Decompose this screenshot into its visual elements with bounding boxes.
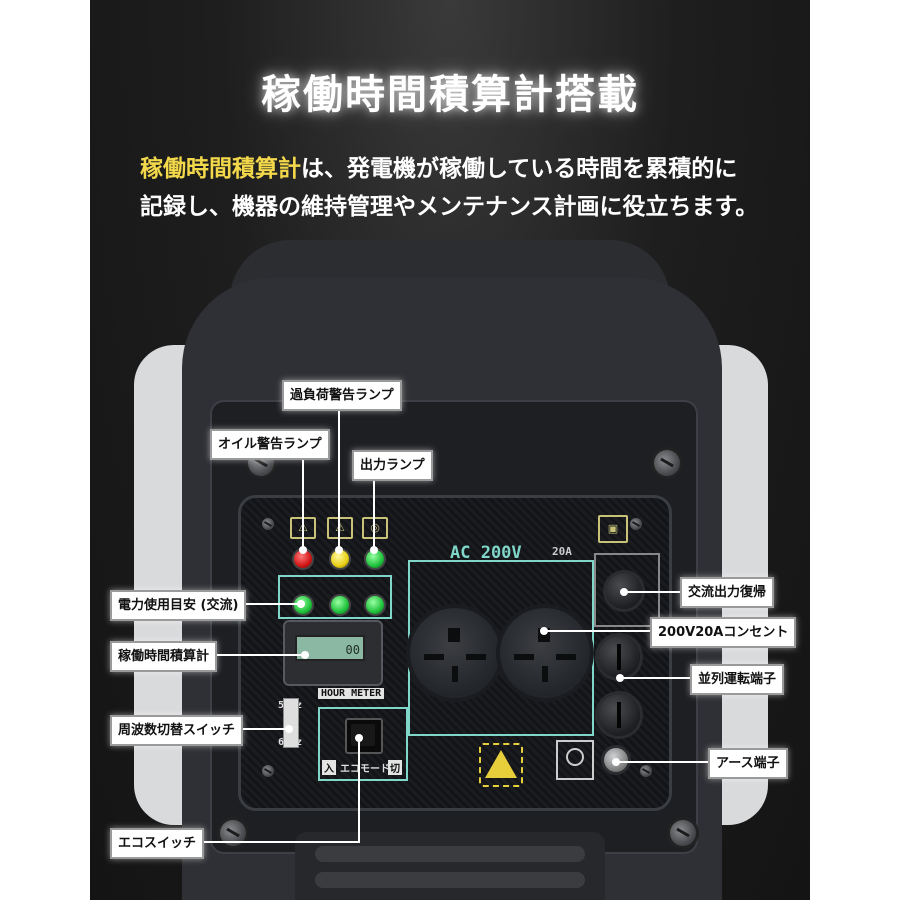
reset-box — [594, 553, 660, 627]
screw-icon — [670, 820, 696, 846]
screw-icon — [262, 765, 274, 777]
callout-dot — [616, 674, 624, 682]
callout-line — [620, 677, 690, 679]
amperage-label: 20A — [552, 545, 572, 558]
callout-line — [624, 591, 680, 593]
callout-line — [358, 738, 360, 842]
grill-slot — [315, 846, 585, 862]
callout-hour-meter: 稼働時間積算計 — [110, 641, 218, 672]
description-highlight: 稼働時間積算計 — [140, 156, 301, 182]
callout-dot — [301, 651, 309, 659]
callout-line — [302, 455, 304, 550]
outlet-pin — [514, 654, 534, 660]
power-usage-box — [278, 575, 392, 619]
bottom-grill — [295, 832, 605, 900]
callout-dot — [335, 546, 343, 554]
outlet-pin — [466, 654, 486, 660]
callout-line — [544, 630, 650, 632]
outlet-pin — [452, 666, 458, 682]
screw-icon — [654, 450, 680, 476]
ground-icon — [566, 748, 584, 766]
callout-line — [373, 475, 375, 550]
callout-freq-switch: 周波数切替スイッチ — [110, 715, 244, 746]
callout-power-usage: 電力使用目安 (交流) — [110, 590, 247, 621]
callout-ac-reset: 交流出力復帰 — [680, 577, 775, 608]
eco-switch-box — [318, 707, 408, 781]
eco-off-label: 切 — [388, 760, 402, 775]
description-line1: は、発電機が稼働している時間を累積的に — [301, 156, 738, 182]
hour-meter-label: HOUR METER — [318, 688, 385, 699]
callout-output-lamp: 出力ランプ — [352, 450, 433, 481]
power-usage-led — [329, 594, 351, 616]
callout-line — [215, 654, 305, 656]
screw-icon — [640, 765, 652, 777]
hz60-label: 60Hz — [278, 737, 303, 748]
description: 稼働時間積算計は、発電機が稼働している時間を累積的に 記録し、機器の維持管理やメ… — [140, 150, 780, 226]
callout-oil-lamp: オイル警告ランプ — [210, 429, 330, 460]
outlet-pin — [448, 628, 460, 642]
eco-mode-label: エコモード — [340, 764, 390, 775]
outlet-left[interactable] — [410, 608, 500, 698]
callout-ground: アース端子 — [708, 748, 788, 779]
power-usage-led — [364, 594, 386, 616]
callout-dot — [370, 546, 378, 554]
callout-dot — [299, 546, 307, 554]
ground-icon-box — [556, 740, 594, 780]
description-line2: 記録し、機器の維持管理やメンテナンス計画に役立ちます。 — [140, 194, 759, 220]
grill-slot — [315, 872, 585, 888]
callout-dot — [612, 758, 620, 766]
callout-line — [240, 603, 300, 605]
callout-eco-switch: エコスイッチ — [110, 828, 205, 859]
callout-line — [338, 405, 340, 550]
outlet-pin — [556, 654, 576, 660]
eco-on-label: 入 — [322, 760, 336, 775]
eco-switch[interactable] — [345, 718, 383, 754]
screw-icon — [262, 518, 274, 530]
callout-dot — [355, 734, 363, 742]
stage: 稼働時間積算計搭載 稼働時間積算計は、発電機が稼働している時間を累積的に 記録し… — [90, 0, 810, 900]
callout-dot — [540, 627, 548, 635]
page-title: 稼働時間積算計搭載 — [261, 72, 639, 118]
callout-line — [240, 728, 290, 730]
frequency-switch[interactable] — [283, 698, 299, 748]
outlet-panel — [408, 560, 594, 736]
parallel-terminal-top[interactable] — [598, 636, 640, 678]
electric-warning-icon — [485, 750, 517, 778]
callout-parallel: 並列運転端子 — [690, 664, 785, 695]
ac-voltage-label: AC 200V — [450, 543, 522, 563]
outlet-right[interactable] — [500, 608, 590, 698]
manual-icon: ▣ — [598, 515, 628, 543]
callout-line — [616, 761, 708, 763]
screw-icon — [630, 518, 642, 530]
output-icon: ◎ — [362, 517, 388, 539]
callout-overload-lamp: 過負荷警告ランプ — [282, 380, 402, 411]
callout-dot — [285, 725, 293, 733]
outlet-pin — [424, 654, 444, 660]
overload-warning-icon: ⚠ — [327, 517, 353, 539]
electric-warning-border — [479, 743, 523, 787]
callout-dot — [297, 600, 305, 608]
callout-line — [200, 841, 360, 843]
callout-outlet: 200V20Aコンセント — [650, 617, 797, 648]
outlet-pin — [542, 666, 548, 682]
callout-dot — [620, 588, 628, 596]
parallel-terminal-bottom[interactable] — [598, 694, 640, 736]
